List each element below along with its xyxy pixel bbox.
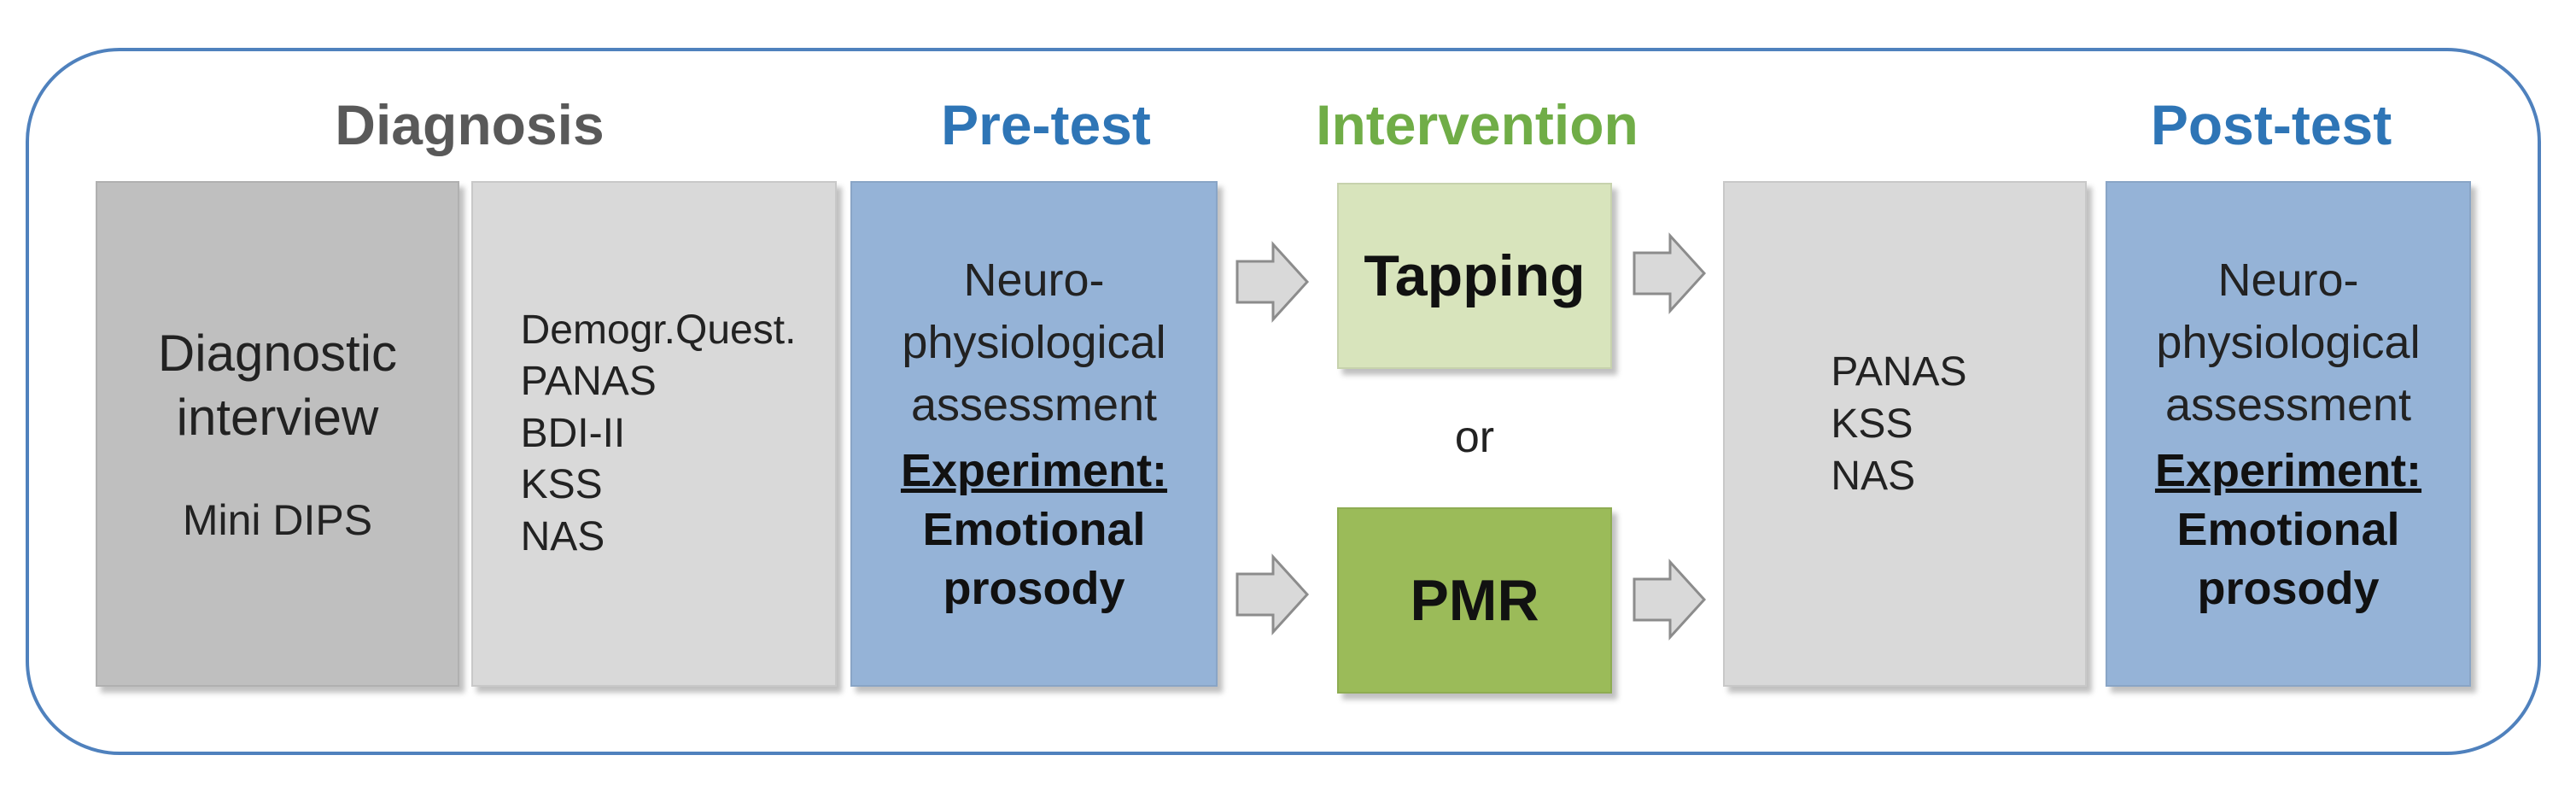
posttest-line-3: assessment [2164, 378, 2412, 430]
pmr-label: PMR [1410, 568, 1539, 633]
posttest-line-1: Neuro- [2217, 255, 2359, 306]
posttest-bold-line-2: prosody [2197, 562, 2380, 614]
mini-dips-label: Mini DIPS [182, 495, 373, 544]
or-connector: or [1454, 413, 1495, 462]
diagnostic-interview-line-2: interview [176, 388, 379, 446]
tapping-label: Tapping [1364, 243, 1586, 308]
list-item: PANAS [1831, 349, 1967, 395]
pretest-line-1: Neuro- [963, 255, 1105, 306]
post-questionnaire-list: PANAS KSS NAS [1831, 347, 1966, 503]
pmr-box: PMR [1337, 507, 1612, 694]
diagnostic-interview-line-1: Diagnostic [157, 324, 398, 382]
tapping-box: Tapping [1337, 183, 1612, 369]
heading-intervention: Intervention [1316, 93, 1638, 156]
diagnostic-interview-box: Diagnostic interview Mini DIPS [96, 181, 459, 687]
list-item: NAS [520, 513, 605, 559]
list-item: KSS [520, 462, 603, 508]
pretest-experiment-label: Experiment: [900, 444, 1168, 496]
list-item: PANAS [520, 359, 657, 405]
list-item: Demogr.Quest. [520, 307, 797, 353]
list-item: NAS [1831, 453, 1916, 499]
heading-pretest: Pre-test [941, 93, 1151, 156]
diagnosis-questionnaires-box: Demogr.Quest. PANAS BDI-II KSS NAS [471, 181, 837, 687]
post-questionnaires-box: PANAS KSS NAS [1723, 181, 2087, 687]
posttest-box: Neuro- physiological assessment Experime… [2106, 181, 2471, 687]
pretest-line-3: assessment [910, 378, 1158, 430]
posttest-experiment-label: Experiment: [2154, 444, 2422, 496]
study-design-frame [26, 48, 2541, 755]
list-item: BDI-II [520, 410, 626, 456]
heading-diagnosis: Diagnosis [335, 93, 605, 156]
right-arrow-icon [1235, 241, 1310, 323]
pretest-bold-line-1: Emotional [922, 503, 1146, 555]
right-arrow-icon [1633, 232, 1707, 314]
posttest-bold-line-1: Emotional [2176, 503, 2400, 555]
right-arrow-icon [1235, 553, 1310, 635]
questionnaire-list: Demogr.Quest. PANAS BDI-II KSS NAS [521, 305, 797, 563]
list-item: KSS [1831, 401, 1913, 447]
posttest-line-2: physiological [2156, 316, 2421, 368]
pretest-line-2: physiological [902, 316, 1166, 368]
heading-posttest: Post-test [2150, 93, 2392, 156]
pretest-bold-line-2: prosody [943, 562, 1125, 614]
right-arrow-icon [1633, 559, 1707, 641]
pretest-box: Neuro- physiological assessment Experime… [850, 181, 1218, 687]
